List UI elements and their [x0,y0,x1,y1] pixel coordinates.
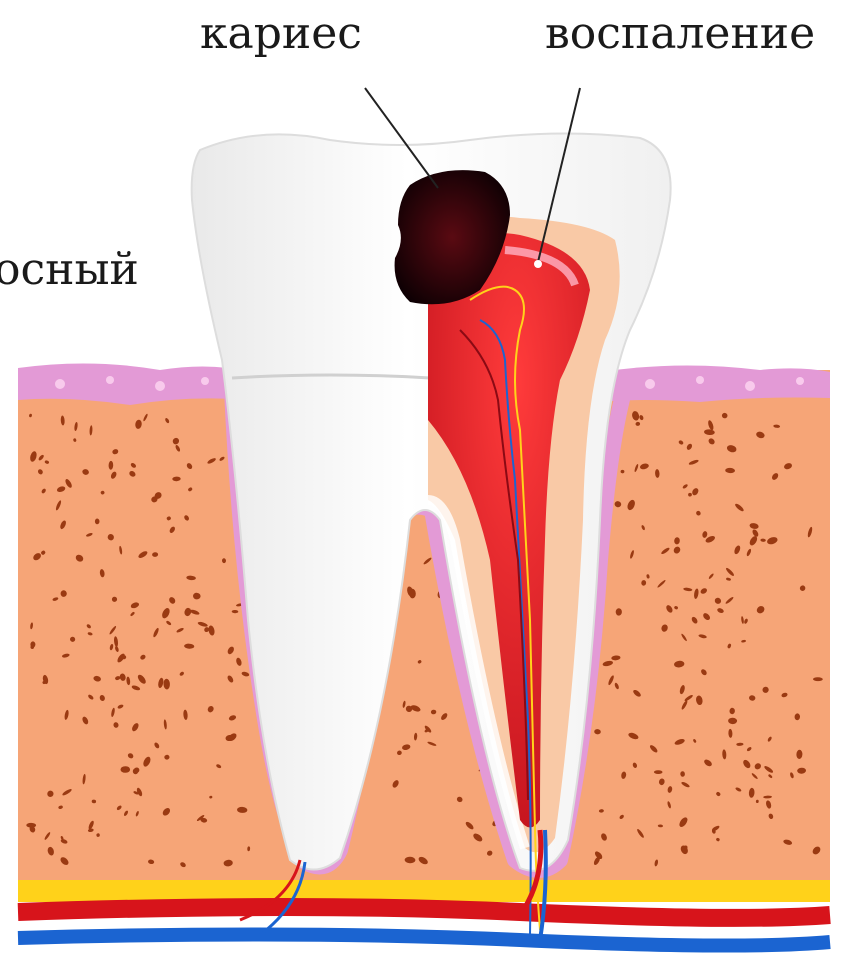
partial-left-label: осный [0,248,139,292]
caries-label: кариес [200,12,362,56]
bone-pore [121,766,131,773]
inflammation-label: воспаление [545,12,815,56]
vessel-bands [18,880,830,946]
